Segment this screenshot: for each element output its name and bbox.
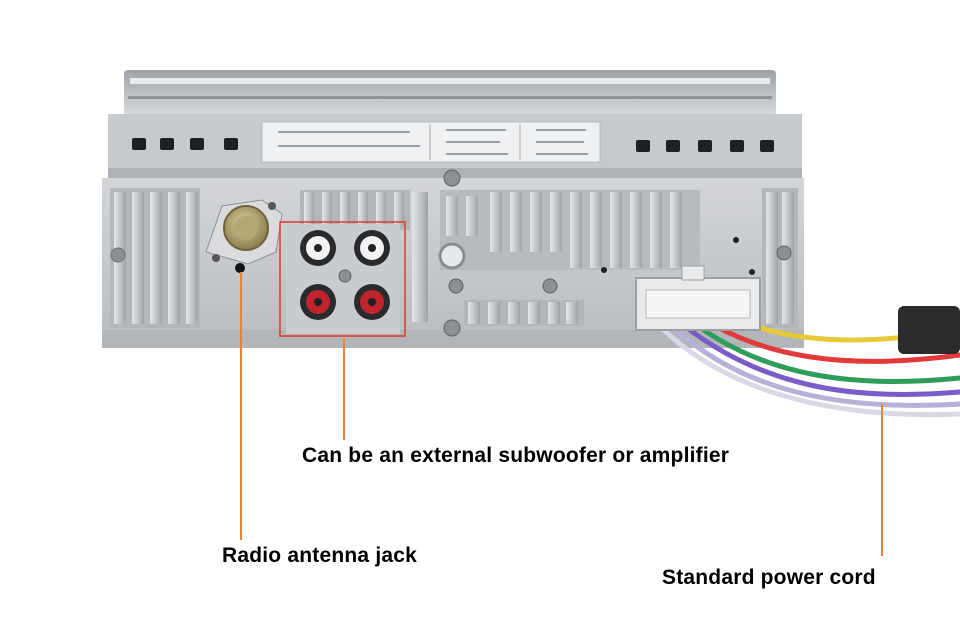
rca-jack-white-left xyxy=(300,230,336,266)
grommet xyxy=(438,242,466,270)
heatsink-center xyxy=(440,190,700,270)
rca-jack-red-right xyxy=(354,284,390,320)
antenna-jack xyxy=(205,199,283,273)
cable-plug-block xyxy=(898,306,960,354)
upper-panel xyxy=(108,114,802,178)
rca-panel xyxy=(286,224,400,334)
spec-sticker xyxy=(261,121,601,163)
screws xyxy=(443,169,792,337)
vent-slots-right xyxy=(636,140,774,152)
rca-highlight-box xyxy=(279,221,406,337)
screw-left xyxy=(110,247,126,263)
power-connector xyxy=(635,265,761,331)
top-cover xyxy=(124,70,776,116)
heatsink-middle xyxy=(300,190,428,322)
rca-jack-white-right xyxy=(354,230,390,266)
heatsink-bottom-center xyxy=(464,300,584,326)
vent-slots-left xyxy=(132,138,238,150)
power-cord-annotation: Standard power cord xyxy=(662,566,876,589)
subwoofer-annotation: Can be an external subwoofer or amplifie… xyxy=(302,444,730,467)
antenna-annotation: Radio antenna jack xyxy=(222,544,417,567)
rca-jack-red-left xyxy=(300,284,336,320)
heatsink-left xyxy=(110,188,200,328)
